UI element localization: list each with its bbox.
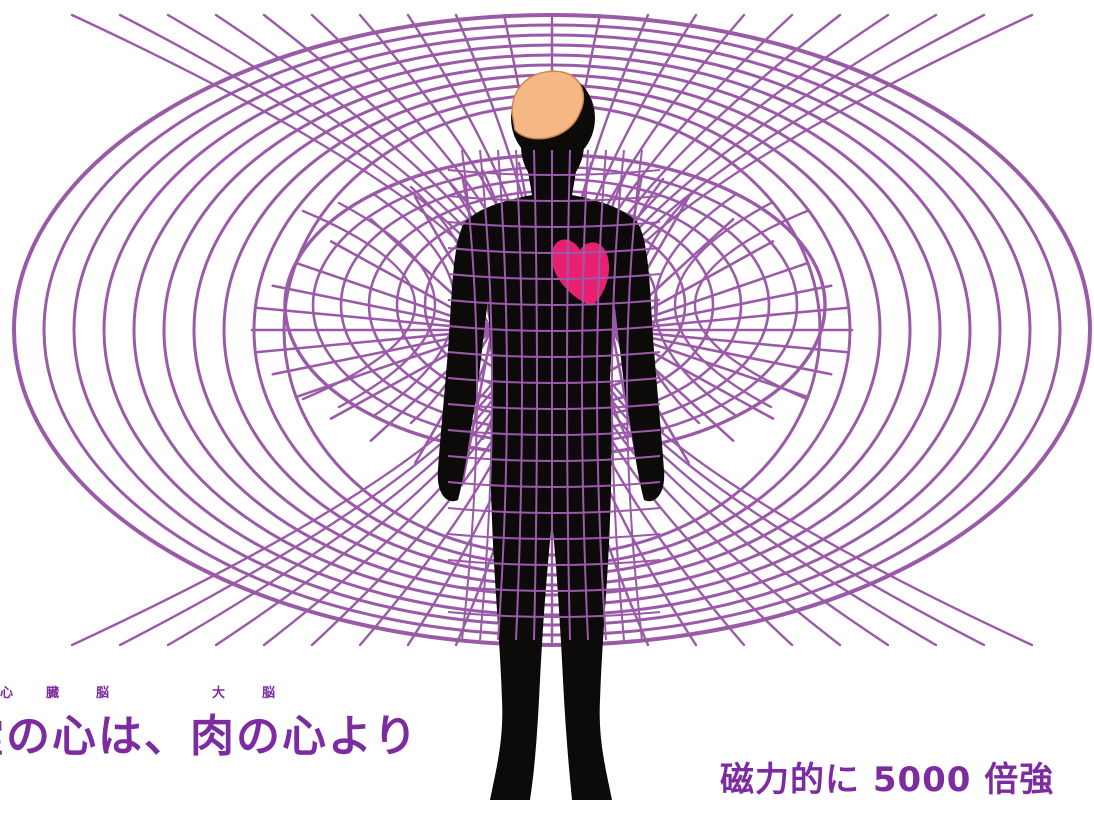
ruby-note: 臓	[46, 686, 60, 701]
ruby-note: 脳	[96, 686, 110, 701]
caption-magnetic-strength: 磁力的に 5000 倍強	[720, 760, 1055, 800]
torus-field-overlay	[447, 149, 661, 641]
ruby-note: 脳	[262, 686, 276, 701]
ruby-note: 心	[0, 686, 14, 701]
heart-icon	[551, 239, 610, 306]
ruby-note: 大	[212, 686, 226, 701]
brain-icon	[511, 70, 585, 140]
caption-spirit-heart: 霊の心は、肉の心より	[0, 711, 420, 762]
